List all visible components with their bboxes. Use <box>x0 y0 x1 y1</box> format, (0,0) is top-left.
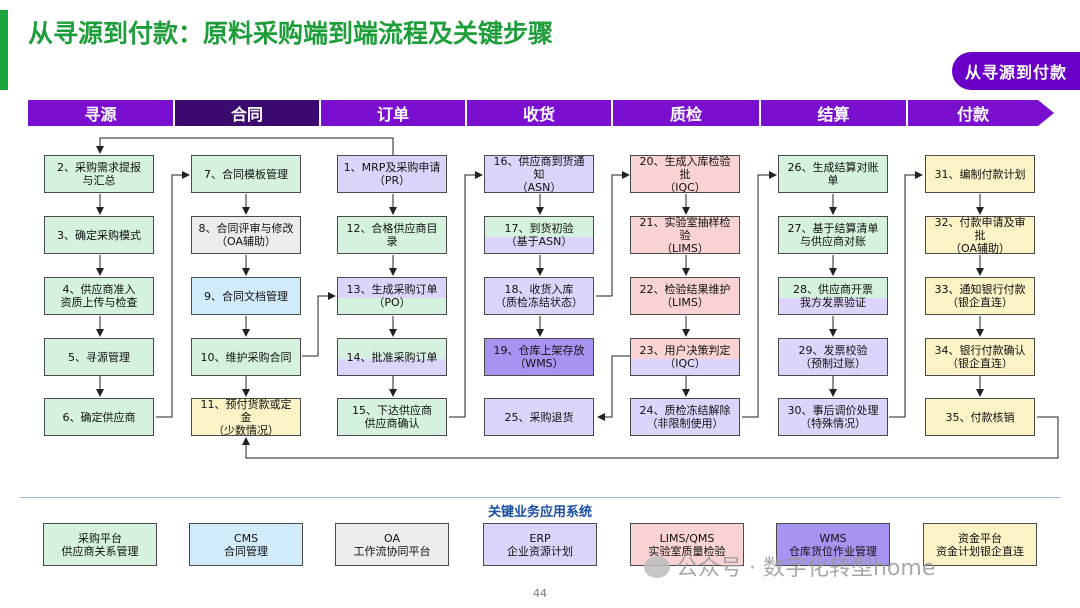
step-19-warehouse-putaway[interactable]: 19、仓库上架存放（WMS） <box>484 338 594 376</box>
step-35-payment-clearing[interactable]: 35、付款核销 <box>925 398 1035 436</box>
step-23-usage-decision[interactable]: 23、用户决策判定（IQC） <box>630 338 740 376</box>
phase-inspection: 质检 <box>613 100 759 126</box>
phase-contract: 合同 <box>175 100 319 126</box>
step-16-asn[interactable]: 16、供应商到货通知（ASN） <box>484 155 594 194</box>
step-14-approve-po[interactable]: 14、批准采购订单 <box>337 338 447 376</box>
step-1-mrp-pr[interactable]: 1、MRP及采购申请（PR） <box>337 155 447 193</box>
step-33-notify-bank[interactable]: 33、通知银行付款（银企直连） <box>925 277 1035 315</box>
step-17-initial-inspection[interactable]: 17、到货初验（基于ASN） <box>484 216 594 254</box>
step-34-bank-confirmation[interactable]: 34、银行付款确认（银企直连） <box>925 338 1035 376</box>
system-procurement-platform[interactable]: 采购平台供应商关系管理 <box>43 523 157 566</box>
step-11-prepayment[interactable]: 11、预付货款或定金（少数情况） <box>191 398 301 437</box>
step-15-issue-to-supplier[interactable]: 15、下达供应商供应商确认 <box>337 398 447 436</box>
system-treasury-platform[interactable]: 资金平台资金计划银企直连 <box>923 523 1037 566</box>
wechat-icon <box>644 556 670 578</box>
phase-sourcing: 寻源 <box>28 100 173 126</box>
step-2-demand-collection[interactable]: 2、采购需求提报与汇总 <box>44 155 154 193</box>
step-30-price-adjustment[interactable]: 30、事后调价处理（特殊情况） <box>778 398 888 436</box>
step-26-settlement-statement[interactable]: 26、生成结算对账单 <box>778 155 888 193</box>
accent-bar <box>0 10 8 90</box>
phase-order: 订单 <box>321 100 465 126</box>
step-22-result-maintenance[interactable]: 22、检验结果维护（LIMS） <box>630 277 740 315</box>
step-9-contract-documents[interactable]: 9、合同文档管理 <box>191 277 301 315</box>
page-title: 从寻源到付款：原料采购端到端流程及关键步骤 <box>28 19 554 48</box>
step-4-supplier-onboarding[interactable]: 4、供应商准入资质上传与检查 <box>44 277 154 315</box>
section-badge: 从寻源到付款 <box>952 52 1080 90</box>
step-29-invoice-check[interactable]: 29、发票校验（预制过账） <box>778 338 888 376</box>
watermark: 公众号 · 数字化转型home <box>644 550 935 582</box>
step-5-sourcing-management[interactable]: 5、寻源管理 <box>44 338 154 376</box>
step-18-goods-receipt[interactable]: 18、收货入库（质检冻结状态） <box>484 277 594 315</box>
phase-payment: 付款 <box>908 100 1038 126</box>
systems-panel <box>20 497 1060 569</box>
phase-receiving: 收货 <box>467 100 611 126</box>
step-25-purchase-return[interactable]: 25、采购退货 <box>484 398 594 436</box>
systems-title: 关键业务应用系统 <box>487 505 592 520</box>
step-21-lab-sampling[interactable]: 21、实验室抽样检验（LIMS） <box>630 216 740 255</box>
step-31-payment-plan[interactable]: 31、编制付款计划 <box>925 155 1035 193</box>
step-28-invoice-verification[interactable]: 28、供应商开票我方发票验证 <box>778 277 888 315</box>
step-7-contract-template[interactable]: 7、合同模板管理 <box>191 155 301 193</box>
step-32-payment-request[interactable]: 32、付款申请及审批（OA辅助） <box>925 216 1035 255</box>
phase-settlement: 结算 <box>761 100 906 126</box>
step-6-select-supplier[interactable]: 6、确定供应商 <box>44 398 154 436</box>
step-8-contract-review[interactable]: 8、合同评审与修改（OA辅助） <box>191 216 301 254</box>
step-27-reconciliation[interactable]: 27、基于结算清单与供应商对账 <box>778 216 888 254</box>
page-number: 44 <box>533 587 547 600</box>
step-13-create-po[interactable]: 13、生成采购订单（PO） <box>337 277 447 315</box>
step-24-release-block[interactable]: 24、质检冻结解除（非限制使用） <box>630 398 740 436</box>
step-3-procurement-mode[interactable]: 3、确定采购模式 <box>44 216 154 254</box>
step-12-qualified-suppliers[interactable]: 12、合格供应商目录 <box>337 216 447 254</box>
phase-arrow-tip <box>1038 100 1054 126</box>
step-20-inspection-lot[interactable]: 20、生成入库检验批（IQC） <box>630 155 740 194</box>
step-10-maintain-contract[interactable]: 10、维护采购合同 <box>191 338 301 376</box>
